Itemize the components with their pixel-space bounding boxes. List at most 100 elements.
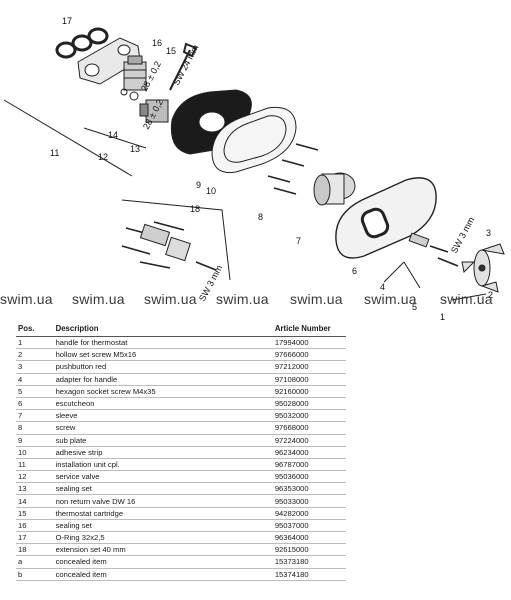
cell-pos: 16 <box>16 519 54 533</box>
screw-group <box>267 143 319 195</box>
watermark: swim.ua <box>216 291 269 307</box>
watermark: swim.ua <box>290 291 343 307</box>
cell-description: hexagon socket screw M4x35 <box>53 385 273 398</box>
cell-article: 95032000 <box>272 409 346 423</box>
adhesive-strip-inner <box>223 115 287 163</box>
callout-11: 11 <box>50 148 59 158</box>
cell-description: handle for thermostat <box>53 336 273 350</box>
callout-3: 3 <box>486 228 491 238</box>
body-port <box>84 63 100 77</box>
cell-description: concealed item <box>53 568 273 581</box>
screw <box>281 159 305 167</box>
cell-article: 94282000 <box>272 507 346 520</box>
leader-12 <box>83 127 147 149</box>
callout-7: 7 <box>296 236 301 246</box>
cell-pos: 7 <box>16 409 54 423</box>
column-header-pos: Pos. <box>16 322 54 337</box>
o-ring <box>87 27 109 45</box>
cell-pos: 9 <box>16 434 54 447</box>
cell-pos: 14 <box>16 494 54 508</box>
cell-description: escutcheon <box>53 397 273 411</box>
cell-article: 92160000 <box>272 385 346 398</box>
cell-article: 96787000 <box>272 458 346 472</box>
cell-article: 97108000 <box>272 373 346 386</box>
cell-pos: 15 <box>16 507 54 520</box>
cell-description: non return valve DW 16 <box>53 494 273 508</box>
cell-description: service valve <box>53 470 273 484</box>
callout-12: 12 <box>98 152 108 162</box>
screw <box>267 175 291 183</box>
cell-description: O-Ring 32x2,5 <box>53 531 273 545</box>
cell-description: concealed item <box>53 555 273 569</box>
cell-article: 97212000 <box>272 360 346 374</box>
callout-8: 8 <box>258 212 263 222</box>
exploded-diagram: 17 16 15 14 13 12 11 9 10 8 7 6 5 4 3 2 … <box>3 16 505 320</box>
service-valve <box>120 88 169 123</box>
hexagon-screw <box>437 257 459 267</box>
column-header-article: Article Number <box>272 322 346 337</box>
cell-pos: 12 <box>16 470 54 484</box>
leader-18 <box>121 199 231 281</box>
callout-17: 17 <box>62 16 72 26</box>
cell-article: 95036000 <box>272 470 346 484</box>
cell-description: extension set 40 mm <box>53 543 273 557</box>
cell-pos: 13 <box>16 482 54 496</box>
escutcheon-opening <box>360 207 390 239</box>
callout-4: 4 <box>380 282 385 292</box>
thermostat-cartridge <box>123 55 147 91</box>
table-header-row: Pos. Description Article Number <box>16 322 346 337</box>
cell-article: 15374180 <box>272 568 346 581</box>
watermark: swim.ua <box>364 291 417 307</box>
cell-pos: b <box>16 568 54 581</box>
cell-pos: 17 <box>16 531 54 545</box>
wrench-icon <box>169 42 198 91</box>
cell-pos: 8 <box>16 421 54 435</box>
cell-pos: 1 <box>16 336 54 350</box>
extension-set <box>121 221 217 271</box>
callout-9: 9 <box>196 180 201 190</box>
cell-description: installation unit cpl. <box>53 458 273 472</box>
callout-6: 6 <box>352 266 357 276</box>
cell-pos: 3 <box>16 360 54 374</box>
callout-10: 10 <box>206 186 216 196</box>
leader-11 <box>3 99 133 177</box>
callout-5: 5 <box>412 302 417 312</box>
cell-pos: 4 <box>16 373 54 386</box>
sleeve <box>313 172 356 206</box>
cell-article: 97668000 <box>272 421 346 435</box>
cell-description: sealing set <box>53 519 273 533</box>
watermark: swim.ua <box>72 291 125 307</box>
cell-article: 96353000 <box>272 482 346 496</box>
cell-description: adhesive strip <box>53 446 273 459</box>
cell-pos: 5 <box>16 385 54 398</box>
callout-16: 16 <box>152 38 162 48</box>
cell-article: 96234000 <box>272 446 346 459</box>
adhesive-strip <box>211 106 297 174</box>
callout-2: 2 <box>488 290 493 300</box>
cell-description: sleeve <box>53 409 273 423</box>
diagram-svg: 17 16 15 14 13 12 11 9 10 8 7 6 5 4 3 2 … <box>3 16 505 320</box>
leader-1 <box>451 293 487 301</box>
callout-14: 14 <box>108 130 118 140</box>
o-ring-group <box>55 27 109 59</box>
cell-description: hollow set screw M5x16 <box>53 348 273 362</box>
sw-label: SW 3 mm <box>449 215 476 255</box>
adapter <box>408 232 449 253</box>
screw <box>295 143 319 151</box>
cell-description: thermostat cartridge <box>53 507 273 520</box>
watermark: swim.ua <box>440 291 493 307</box>
cell-description: sealing set <box>53 482 273 496</box>
